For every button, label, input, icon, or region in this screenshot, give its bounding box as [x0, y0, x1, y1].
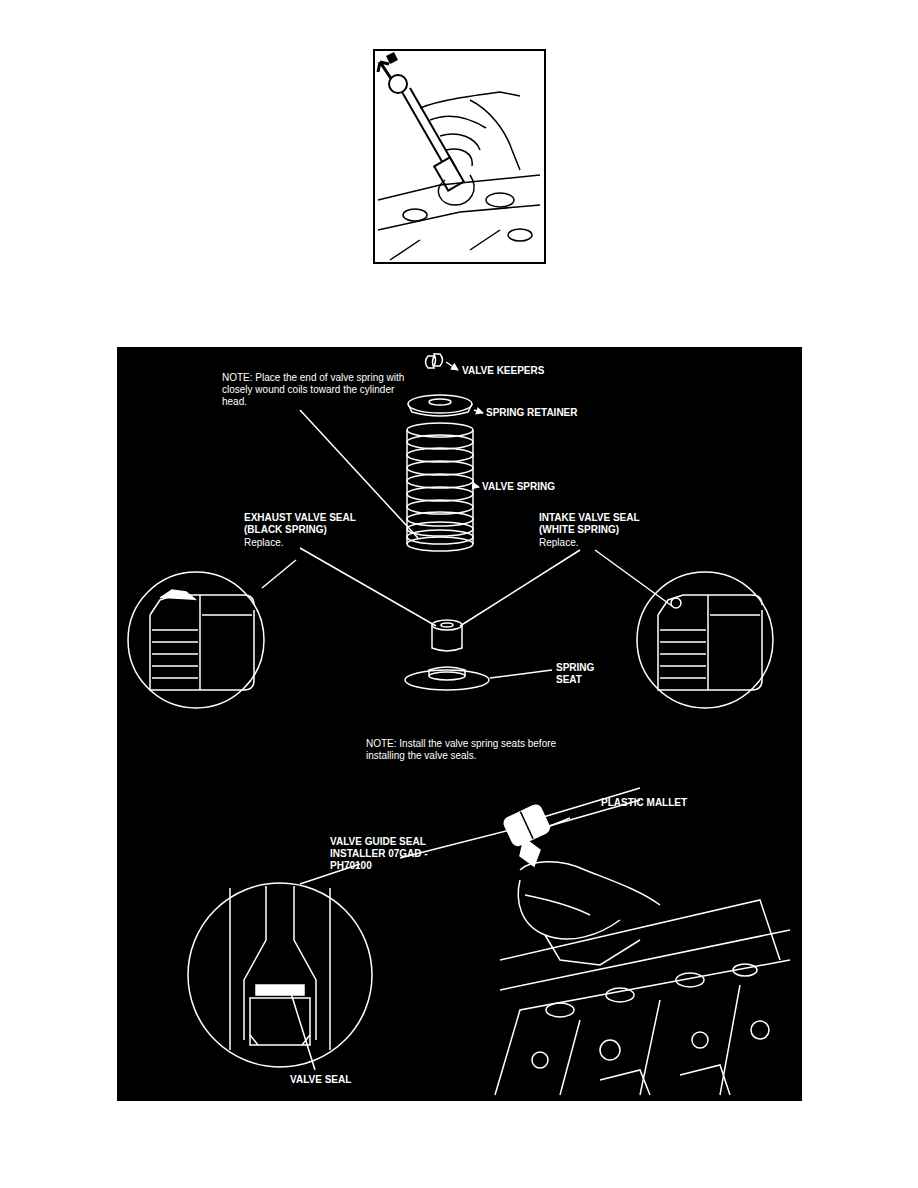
mallet-and-head	[495, 788, 790, 1095]
exhaust-seal-detail	[128, 572, 264, 708]
exploded-view	[262, 354, 672, 1070]
tool-label: PLASTIC MALLET	[601, 797, 687, 809]
part-label: VALVE KEEPERS	[462, 365, 544, 377]
note-text: Replace.	[539, 537, 578, 549]
tool-label: VALVE GUIDE SEAL INSTALLER 07GAD - PH701…	[330, 836, 438, 872]
note-text: NOTE: Place the end of valve spring with…	[222, 372, 414, 408]
note-text: Replace.	[244, 537, 283, 549]
intake-seal-detail	[637, 572, 773, 708]
part-label: SPRING RETAINER	[486, 407, 578, 419]
part-label: INTAKE VALVE SEAL (WHITE SPRING)	[539, 512, 667, 536]
panel	[117, 347, 802, 1101]
part-label: VALVE SPRING	[482, 481, 555, 493]
note-text: NOTE: Install the valve spring seats bef…	[366, 738, 580, 762]
removal-illustration	[374, 50, 545, 263]
part-label: SPRING SEAT	[556, 662, 606, 686]
part-label: VALVE SEAL	[290, 1074, 351, 1086]
installer-detail	[188, 883, 372, 1067]
part-label: EXHAUST VALVE SEAL (BLACK SPRING)	[244, 512, 374, 536]
